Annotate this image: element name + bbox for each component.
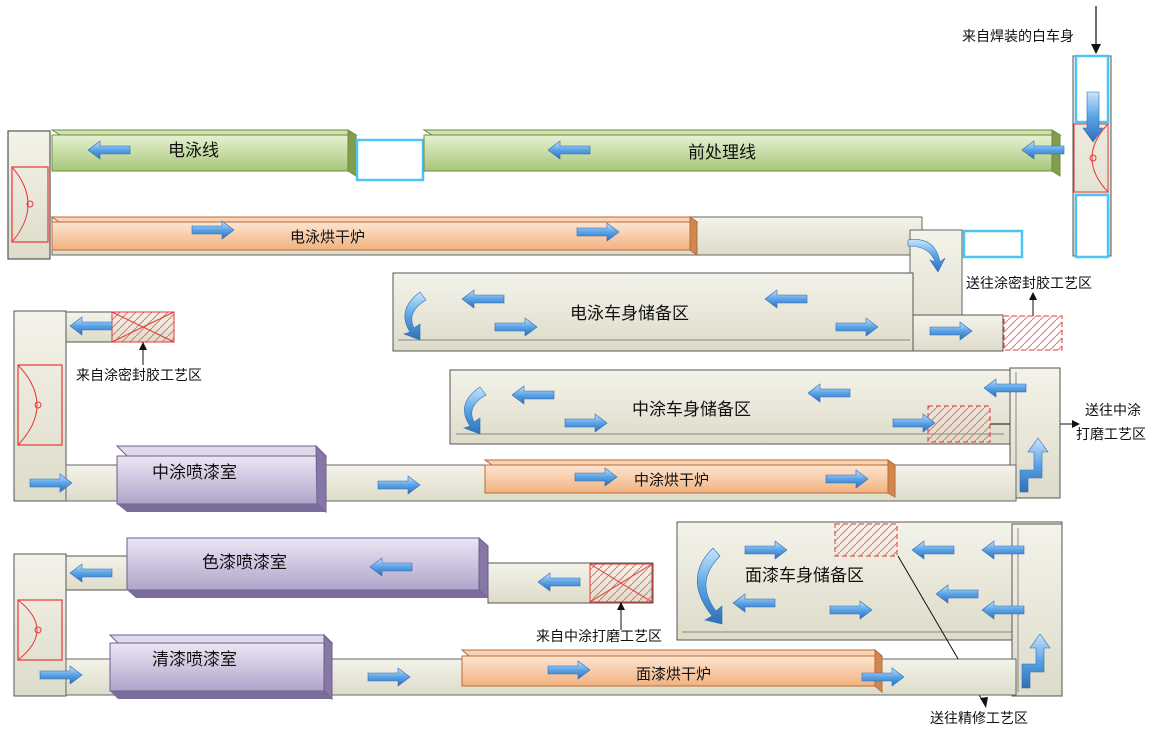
label-ed-line: 电泳线 xyxy=(168,141,219,161)
label-mid-oven: 中涂烘干炉 xyxy=(634,471,710,489)
label-ed-storage: 电泳车身储备区 xyxy=(570,304,689,324)
top-oven-bar xyxy=(460,648,884,694)
mid-storage-area xyxy=(449,367,1080,499)
label-to-sealing: 送往涂密封胶工艺区 xyxy=(966,276,1092,292)
label-ed-oven: 电泳烘干炉 xyxy=(290,228,366,246)
color-booth-track xyxy=(487,562,654,630)
entrance-conveyor xyxy=(1072,6,1112,259)
label-clear-booth: 清漆喷漆室 xyxy=(152,650,237,670)
label-mid-booth: 中涂喷漆室 xyxy=(152,463,237,483)
label-to-repair: 送往精修工艺区 xyxy=(930,711,1028,727)
left-turn-frame-top xyxy=(7,130,51,260)
label-top-storage: 面漆车身储备区 xyxy=(745,566,864,586)
label-from-sealing: 来自涂密封胶工艺区 xyxy=(76,368,202,384)
label-to-mid-sanding-2: 打磨工艺区 xyxy=(1076,427,1146,443)
label-top-oven: 面漆烘干炉 xyxy=(636,665,712,683)
mid-oven-bar xyxy=(483,459,897,498)
ed-oven-exit-connector xyxy=(962,229,1024,259)
ed-line-connector xyxy=(355,138,425,182)
clear-booth-box xyxy=(108,633,334,701)
color-booth-box xyxy=(126,536,489,600)
label-mid-storage: 中涂车身储备区 xyxy=(632,400,751,420)
label-pretreat-line: 前处理线 xyxy=(688,143,756,163)
label-color-booth: 色漆喷漆室 xyxy=(202,553,287,573)
label-to-mid-sanding-1: 送往中涂 xyxy=(1085,403,1141,419)
flow-arrows xyxy=(29,91,1104,689)
label-from-mid-sanding: 来自中涂打磨工艺区 xyxy=(536,629,662,645)
mid-booth-box xyxy=(115,444,328,514)
label-from-welding: 来自焊装的白车身 xyxy=(962,29,1074,45)
